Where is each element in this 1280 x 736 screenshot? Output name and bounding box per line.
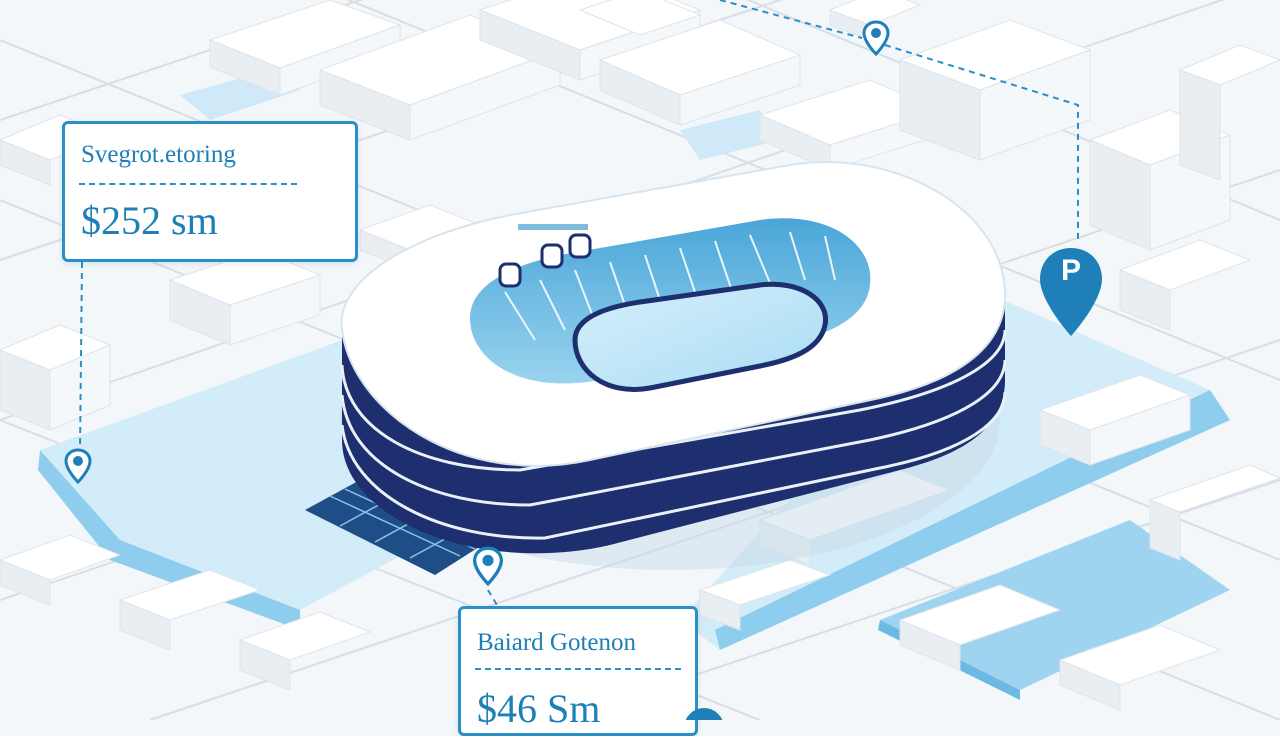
- callout-divider: [475, 668, 681, 670]
- parking-pin-shape: [1040, 248, 1102, 336]
- parking-pin-icon[interactable]: P: [1034, 244, 1108, 342]
- parking-pin-label: P: [1060, 254, 1081, 287]
- city-buildings: [0, 0, 1280, 711]
- stadium: [340, 161, 1007, 570]
- price-callout-top[interactable]: Svegrot.etoring $252 sm: [62, 121, 358, 262]
- route-lines: [79, 0, 1079, 611]
- map-pin-icon[interactable]: [862, 20, 890, 56]
- map-pin-icon[interactable]: [682, 706, 726, 720]
- callout-value: $46 Sm: [477, 686, 601, 731]
- map-pin-icon[interactable]: [64, 448, 92, 484]
- price-callout-bottom[interactable]: Baiard Gotenon $46 Sm: [458, 606, 698, 736]
- callout-title: Baiard Gotenon: [477, 629, 636, 656]
- map-pin-icon[interactable]: [472, 546, 504, 586]
- callout-value: $252 sm: [81, 198, 218, 243]
- callout-divider: [79, 183, 297, 185]
- isometric-city-map: [0, 0, 1280, 720]
- callout-title: Svegrot.etoring: [81, 141, 236, 168]
